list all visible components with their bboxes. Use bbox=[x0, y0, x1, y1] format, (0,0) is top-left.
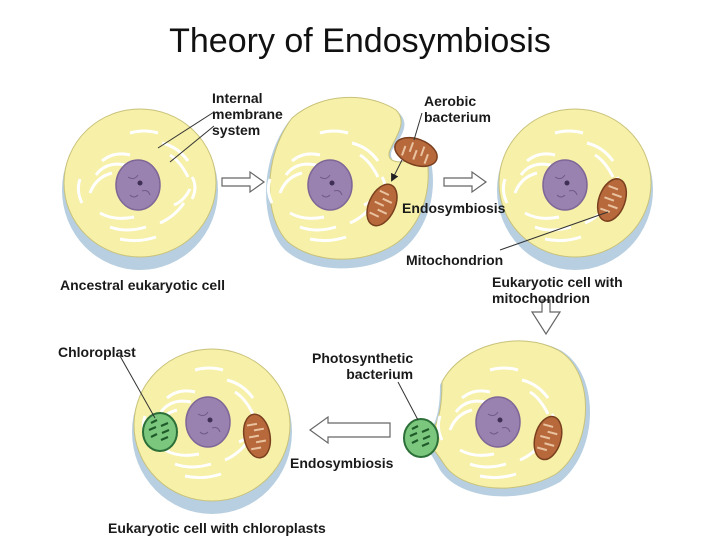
label-eukaryotic-with-mitochondrion: Eukaryotic cell with mitochondrion bbox=[492, 274, 623, 306]
label-chloroplast: Chloroplast bbox=[58, 344, 136, 360]
engulfing-cell bbox=[266, 96, 443, 269]
label-eukaryotic-with-chloroplasts: Eukaryotic cell with chloroplasts bbox=[108, 520, 326, 536]
label-endosymbiosis-bottom: Endosymbiosis bbox=[290, 455, 394, 471]
label-internal-membrane: Internal membrane system bbox=[212, 90, 283, 138]
arrow-cell4-to-cell5 bbox=[308, 415, 391, 445]
label-photosynthetic-bacterium: Photosynthetic bacterium bbox=[312, 350, 414, 382]
label-ancestral-cell: Ancestral eukaryotic cell bbox=[60, 277, 225, 293]
arrow-cell1-to-cell2 bbox=[221, 170, 266, 194]
cell-with-chloroplasts bbox=[132, 348, 292, 514]
ancestral-cell bbox=[62, 108, 218, 270]
label-endosymbiosis-top: Endosymbiosis bbox=[402, 200, 506, 216]
cell-with-mitochondrion bbox=[497, 108, 653, 270]
page-title: Theory of Endosymbiosis bbox=[169, 22, 551, 60]
arrow-cell2-to-cell3 bbox=[443, 170, 488, 194]
engulfing-photosynthetic-cell bbox=[402, 340, 590, 497]
label-mitochondrion: Mitochondrion bbox=[406, 252, 504, 268]
label-aerobic-bacterium: Aerobic bacterium bbox=[424, 93, 491, 125]
arrow-cell3-to-cell4 bbox=[530, 299, 562, 336]
leader-lines bbox=[119, 111, 609, 421]
